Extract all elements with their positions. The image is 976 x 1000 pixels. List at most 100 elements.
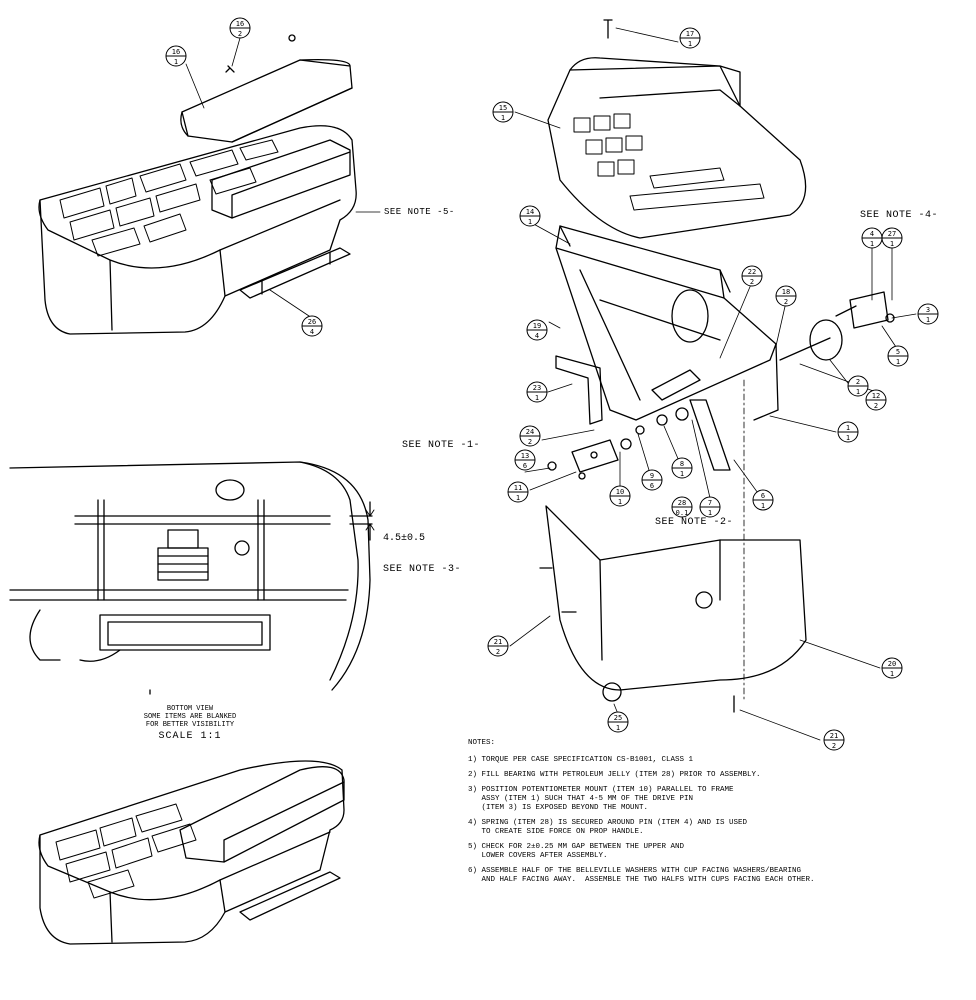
balloon-quantity: 0.1	[676, 509, 689, 517]
item-balloon-15: 151	[492, 101, 514, 123]
item-balloon-16: 162	[229, 17, 251, 39]
balloon-item-number: 21	[494, 638, 502, 646]
balloon-quantity: 2	[750, 278, 754, 286]
balloon-quantity: 1	[516, 494, 520, 502]
balloon-quantity: 2	[238, 30, 242, 38]
console-iso-view-bottom	[38, 760, 345, 945]
item-balloon-8: 81	[671, 457, 693, 479]
balloon-item-number: 10	[616, 488, 624, 496]
see-note-3-label: SEE NOTE -3-	[383, 564, 462, 575]
notes-block: NOTES: 1) TORQUE PER CASE SPECIFICATION …	[468, 739, 908, 891]
item-balloon-21: 212	[823, 729, 845, 751]
item-balloon-17: 171	[679, 27, 701, 49]
balloon-item-number: 13	[521, 452, 529, 460]
balloon-item-number: 8	[680, 460, 684, 468]
balloon-quantity: 1	[174, 58, 178, 66]
item-balloon-18: 182	[775, 285, 797, 307]
balloon-item-number: 15	[499, 104, 507, 112]
balloon-item-number: 9	[650, 472, 654, 480]
caption-scale: SCALE 1:1	[158, 731, 222, 742]
notes-title: NOTES:	[468, 739, 496, 747]
balloon-quantity: 4	[535, 332, 539, 340]
item-balloon-24: 242	[519, 425, 541, 447]
balloon-quantity: 1	[616, 724, 620, 732]
item-balloon-1: 11	[837, 421, 859, 443]
note-1: 1) TORQUE PER CASE SPECIFICATION CS-B100…	[468, 756, 694, 764]
item-balloon-27: 271	[881, 227, 903, 249]
balloon-quantity: 1	[846, 434, 850, 442]
item-balloon-25: 251	[607, 711, 629, 733]
balloon-quantity: 4	[310, 328, 314, 336]
balloon-quantity: 1	[890, 240, 894, 248]
balloon-item-number: 20	[888, 660, 896, 668]
see-note-2-label: SEE NOTE -2-	[655, 517, 734, 528]
balloon-quantity: 1	[896, 358, 900, 366]
balloon-item-number: 14	[526, 208, 534, 216]
balloon-item-number: 18	[782, 288, 790, 296]
item-balloon-14: 141	[519, 205, 541, 227]
balloon-item-number: 5	[896, 348, 900, 356]
balloon-quantity: 2	[874, 402, 878, 410]
balloon-item-number: 19	[533, 322, 541, 330]
balloon-quantity: 1	[890, 670, 894, 678]
balloon-item-number: 17	[686, 30, 694, 38]
item-balloon-28: 280.1	[671, 496, 693, 518]
note-2: 2) FILL BEARING WITH PETROLEUM JELLY (IT…	[468, 771, 761, 779]
item-balloon-6: 61	[752, 489, 774, 511]
balloon-item-number: 22	[748, 268, 756, 276]
balloon-item-number: 11	[514, 484, 522, 492]
balloon-item-number: 21	[830, 732, 838, 740]
balloon-quantity: 2	[496, 648, 500, 656]
see-note-1-label: SEE NOTE -1-	[402, 440, 481, 451]
gap-dimension: 4.5±0.5	[383, 533, 426, 544]
see-note-4-label: SEE NOTE -4-	[860, 210, 939, 221]
balloon-item-number: 7	[708, 499, 712, 507]
item-balloon-7: 71	[699, 496, 721, 518]
balloon-item-number: 1	[846, 424, 850, 432]
balloon-quantity: 2	[528, 438, 532, 446]
exploded-view	[539, 19, 895, 713]
see-note-5-label: SEE NOTE -5-	[384, 207, 455, 217]
balloon-item-number: 27	[888, 230, 896, 238]
bottom-view-caption: BOTTOM VIEW SOME ITEMS ARE BLANKED FOR B…	[120, 705, 260, 742]
balloon-item-number: 23	[533, 384, 541, 392]
item-balloon-9: 96	[641, 469, 663, 491]
balloon-item-number: 25	[614, 714, 622, 722]
balloon-item-number: 2	[856, 378, 860, 386]
note-4: 4) SPRING (ITEM 28) IS SECURED AROUND PI…	[468, 819, 748, 836]
item-balloon-21: 212	[487, 635, 509, 657]
item-balloon-2: 21	[847, 375, 869, 397]
note-3: 3) POSITION POTENTIOMETER MOUNT (ITEM 10…	[468, 786, 734, 812]
balloon-item-number: 24	[526, 428, 534, 436]
item-balloon-26: 264	[301, 315, 323, 337]
balloon-item-number: 3	[926, 306, 930, 314]
balloon-item-number: 4	[870, 230, 874, 238]
note-6: 6) ASSEMBLE HALF OF THE BELLEVILLE WASHE…	[468, 867, 815, 884]
balloon-item-number: 26	[308, 318, 316, 326]
balloon-quantity: 1	[688, 40, 692, 48]
item-balloon-22: 222	[741, 265, 763, 287]
balloon-quantity: 1	[535, 394, 539, 402]
item-balloon-13: 136	[514, 449, 536, 471]
caption-line-1: BOTTOM VIEW	[166, 705, 214, 713]
balloon-quantity: 2	[832, 742, 836, 750]
balloon-item-number: 28	[678, 499, 686, 507]
item-balloon-3: 31	[917, 303, 939, 325]
balloon-quantity: 6	[650, 482, 654, 490]
balloon-quantity: 1	[618, 498, 622, 506]
item-balloon-16: 161	[165, 45, 187, 67]
item-balloon-10: 101	[609, 485, 631, 507]
bottom-view-detail	[9, 461, 375, 695]
item-balloon-20: 201	[881, 657, 903, 679]
item-balloon-11: 111	[507, 481, 529, 503]
balloon-quantity: 1	[870, 240, 874, 248]
balloon-item-number: 16	[172, 48, 180, 56]
note-5: 5) CHECK FOR 2±0.25 MM GAP BETWEEN THE U…	[468, 843, 685, 860]
item-balloon-19: 194	[526, 319, 548, 341]
item-balloon-12: 122	[865, 389, 887, 411]
balloon-item-number: 16	[236, 20, 244, 28]
item-balloon-23: 231	[526, 381, 548, 403]
balloon-quantity: 1	[501, 114, 505, 122]
item-balloon-5: 51	[887, 345, 909, 367]
